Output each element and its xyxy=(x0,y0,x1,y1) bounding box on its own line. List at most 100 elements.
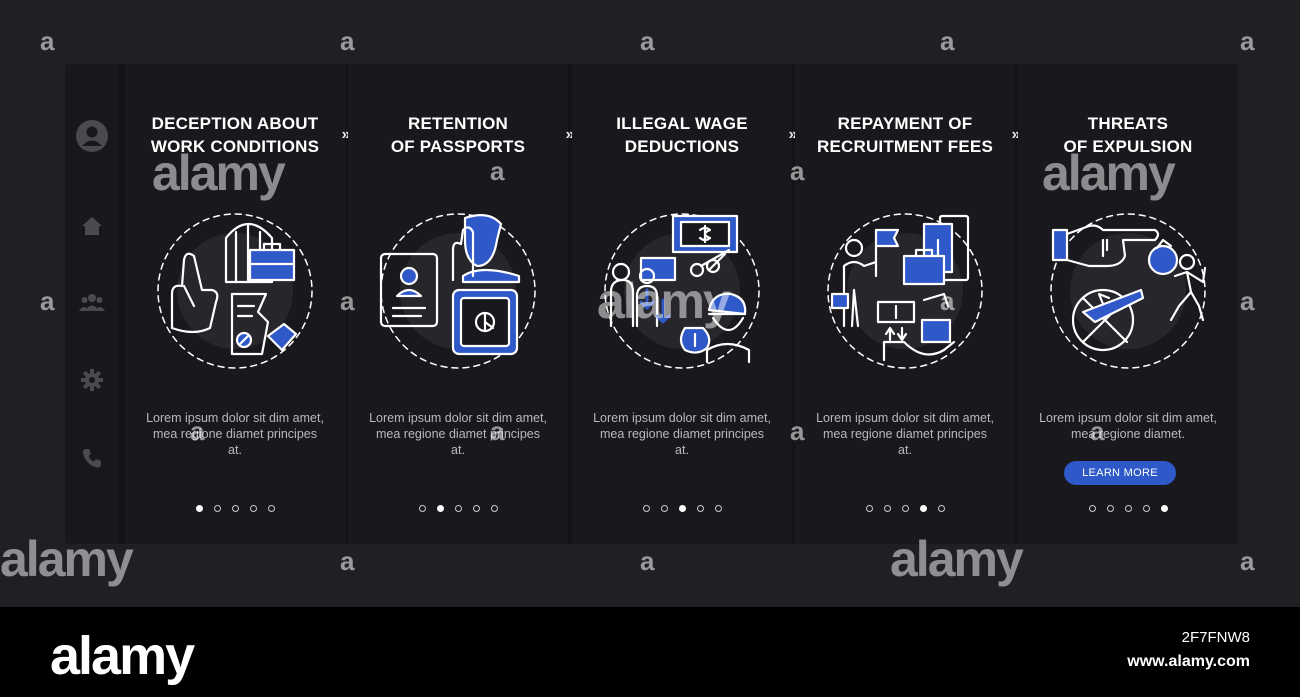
watermark-letter: a xyxy=(40,286,55,316)
title-line-1: ILLEGAL WAGE xyxy=(616,114,748,133)
pagination-dots xyxy=(795,505,1015,512)
page-dot-2[interactable] xyxy=(213,505,221,512)
watermark-letter: a xyxy=(40,26,55,56)
sidebar xyxy=(65,64,119,544)
onboarding-app: DECEPTION ABOUT WORK CONDITIONS xyxy=(65,64,1238,544)
watermark-letter: a xyxy=(340,546,355,576)
page-dot-3[interactable] xyxy=(901,505,909,512)
page-dot-2[interactable] xyxy=(883,505,891,512)
stage: DECEPTION ABOUT WORK CONDITIONS xyxy=(0,26,1255,587)
stock-footer: alamy 2F7FNW8 www.alamy.com xyxy=(0,607,1300,697)
watermark-letter: a xyxy=(1090,416,1105,446)
user-icon[interactable] xyxy=(74,118,110,154)
pagination-dots xyxy=(348,505,568,512)
watermark-logo: alamy xyxy=(890,531,1024,587)
page-dot-5[interactable] xyxy=(267,505,275,512)
page-dot-4[interactable] xyxy=(472,505,480,512)
page-dot-4[interactable] xyxy=(919,505,927,512)
onboarding-screen-2: RETENTION OF PASSPORTS xyxy=(348,64,568,544)
footer-logo: alamy xyxy=(50,626,195,686)
screen-body: Lorem ipsum dolor sit dim amet, mea regi… xyxy=(369,411,547,457)
page-dot-3[interactable] xyxy=(678,505,686,512)
watermark-letter: a xyxy=(790,156,805,186)
title-line-1: REPAYMENT OF xyxy=(837,114,973,133)
page-dot-3[interactable] xyxy=(231,505,239,512)
page-dot-3[interactable] xyxy=(1124,505,1132,512)
watermark-letter: a xyxy=(1240,546,1255,576)
title-line-2: DEDUCTIONS xyxy=(624,137,740,156)
page-dot-4[interactable] xyxy=(696,505,704,512)
watermark-letter: a xyxy=(940,26,955,56)
onboarding-screen-1: DECEPTION ABOUT WORK CONDITIONS xyxy=(125,64,345,544)
passport-illustration xyxy=(377,210,539,372)
screen-title: ILLEGAL WAGE DEDUCTIONS xyxy=(572,112,792,158)
page-dot-5[interactable] xyxy=(714,505,722,512)
watermark-letter: a xyxy=(1240,286,1255,316)
screen-body: Lorem ipsum dolor sit dim amet, mea regi… xyxy=(593,411,771,457)
page-dot-1[interactable] xyxy=(195,505,203,512)
next-chevron-icon: » xyxy=(1011,126,1021,143)
page-dot-5[interactable] xyxy=(490,505,498,512)
watermark-letter: a xyxy=(640,546,655,576)
watermark-letter: a xyxy=(190,416,205,446)
watermark-letter: a xyxy=(940,286,955,316)
page-dot-1[interactable] xyxy=(418,505,426,512)
page-dot-2[interactable] xyxy=(1106,505,1114,512)
pagination-dots xyxy=(1018,505,1238,512)
wage-deduction-illustration xyxy=(601,210,763,372)
pagination-dots xyxy=(572,505,792,512)
screen-title: REPAYMENT OF RECRUITMENT FEES xyxy=(795,112,1015,158)
watermark-logo: alamy xyxy=(0,531,134,587)
onboarding-screen-5: THREATS OF EXPULSION xyxy=(1018,64,1238,544)
watermark-letter: a xyxy=(340,286,355,316)
home-icon[interactable] xyxy=(74,208,110,244)
watermark-letter: a xyxy=(490,416,505,446)
site-url[interactable]: www.alamy.com xyxy=(1127,653,1250,670)
recruitment-fee-illustration xyxy=(824,210,986,372)
screen-body: Lorem ipsum dolor sit dim amet, mea regi… xyxy=(146,411,324,457)
team-icon[interactable] xyxy=(74,284,110,320)
watermark-logo: alamy xyxy=(597,273,731,329)
title-line-2: OF EXPULSION xyxy=(1063,137,1193,156)
watermark-logo: alamy xyxy=(152,145,286,201)
page-dot-1[interactable] xyxy=(642,505,650,512)
watermark-letter: a xyxy=(790,416,805,446)
page-dot-3[interactable] xyxy=(454,505,462,512)
onboarding-screen-3: ILLEGAL WAGE DEDUCTIONS xyxy=(572,64,792,544)
next-chevron-icon: » xyxy=(565,126,575,143)
phone-icon[interactable] xyxy=(74,440,110,476)
page-dot-1[interactable] xyxy=(1088,505,1096,512)
title-line-1: DECEPTION ABOUT xyxy=(151,114,319,133)
title-line-2: WORK CONDITIONS xyxy=(150,137,320,156)
screen-title: DECEPTION ABOUT WORK CONDITIONS xyxy=(125,112,345,158)
watermark-letter: a xyxy=(340,26,355,56)
title-line-2: RECRUITMENT FEES xyxy=(816,137,994,156)
watermark-letter: a xyxy=(1240,26,1255,56)
page-dot-4[interactable] xyxy=(249,505,257,512)
deception-illustration xyxy=(154,210,316,372)
page-dot-1[interactable] xyxy=(865,505,873,512)
page-dot-2[interactable] xyxy=(660,505,668,512)
next-chevron-icon: » xyxy=(341,126,351,143)
watermark-letter: a xyxy=(640,26,655,56)
page-dot-5[interactable] xyxy=(937,505,945,512)
screen-body: Lorem ipsum dolor sit dim amet, mea regi… xyxy=(816,411,994,457)
title-line-1: RETENTION xyxy=(407,114,509,133)
next-chevron-icon: » xyxy=(788,126,798,143)
screen-title: RETENTION OF PASSPORTS xyxy=(348,112,568,158)
learn-more-button[interactable]: LEARN MORE xyxy=(1064,461,1176,485)
watermark-logo: alamy xyxy=(1042,145,1176,201)
pagination-dots xyxy=(125,505,345,512)
title-line-2: OF PASSPORTS xyxy=(390,137,526,156)
page-dot-4[interactable] xyxy=(1142,505,1150,512)
screen-title: THREATS OF EXPULSION xyxy=(1018,112,1238,158)
screen-body: Lorem ipsum dolor sit dim amet, mea regi… xyxy=(1039,411,1217,441)
page-dot-5[interactable] xyxy=(1160,505,1168,512)
onboarding-screen-4: REPAYMENT OF RECRUITMENT FEES xyxy=(795,64,1015,544)
expulsion-illustration xyxy=(1047,210,1209,372)
gear-icon[interactable] xyxy=(74,362,110,398)
page-dot-2[interactable] xyxy=(436,505,444,512)
watermark-letter: a xyxy=(490,156,505,186)
title-line-1: THREATS xyxy=(1087,114,1169,133)
image-id: 2F7FNW8 xyxy=(1181,629,1250,646)
